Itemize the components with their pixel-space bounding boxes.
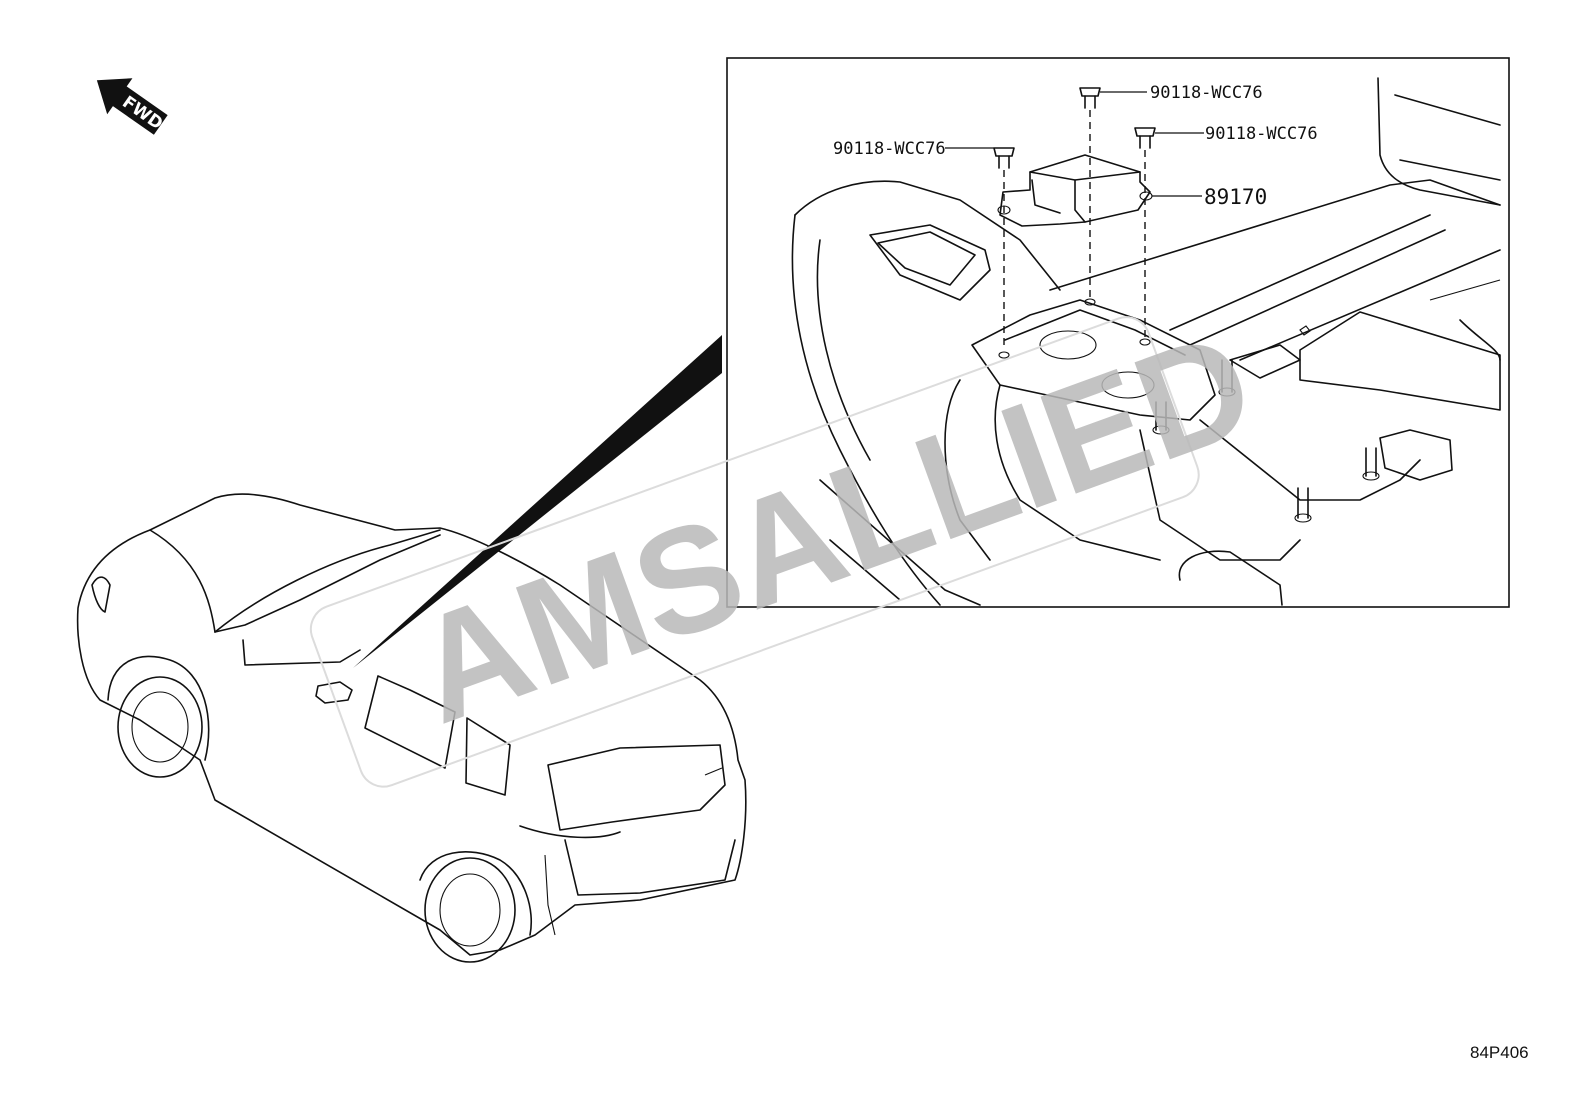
bolt-left-icon [993,147,1015,169]
callout-bolt-left: 90118-WCC76 [833,139,946,159]
sensor-module-icon [997,154,1153,227]
diagram-code: 84P406 [1470,1043,1529,1062]
fwd-arrow-icon: FWD [96,78,168,135]
vehicle-outline [76,493,747,963]
mounting-studs [1152,359,1380,523]
callout-bolt-top: 90118-WCC76 [1150,83,1263,103]
floor-pan-detail [791,77,1501,606]
callout-pointer [353,335,722,668]
bolt-top-icon [1079,87,1101,109]
callout-bolt-right: 90118-WCC76 [1205,124,1318,144]
bolt-right-icon [1134,127,1156,149]
watermark: AMSALLIED [309,298,1273,788]
callout-sensor: 89170 [1204,185,1267,209]
detail-frame [726,57,1510,608]
